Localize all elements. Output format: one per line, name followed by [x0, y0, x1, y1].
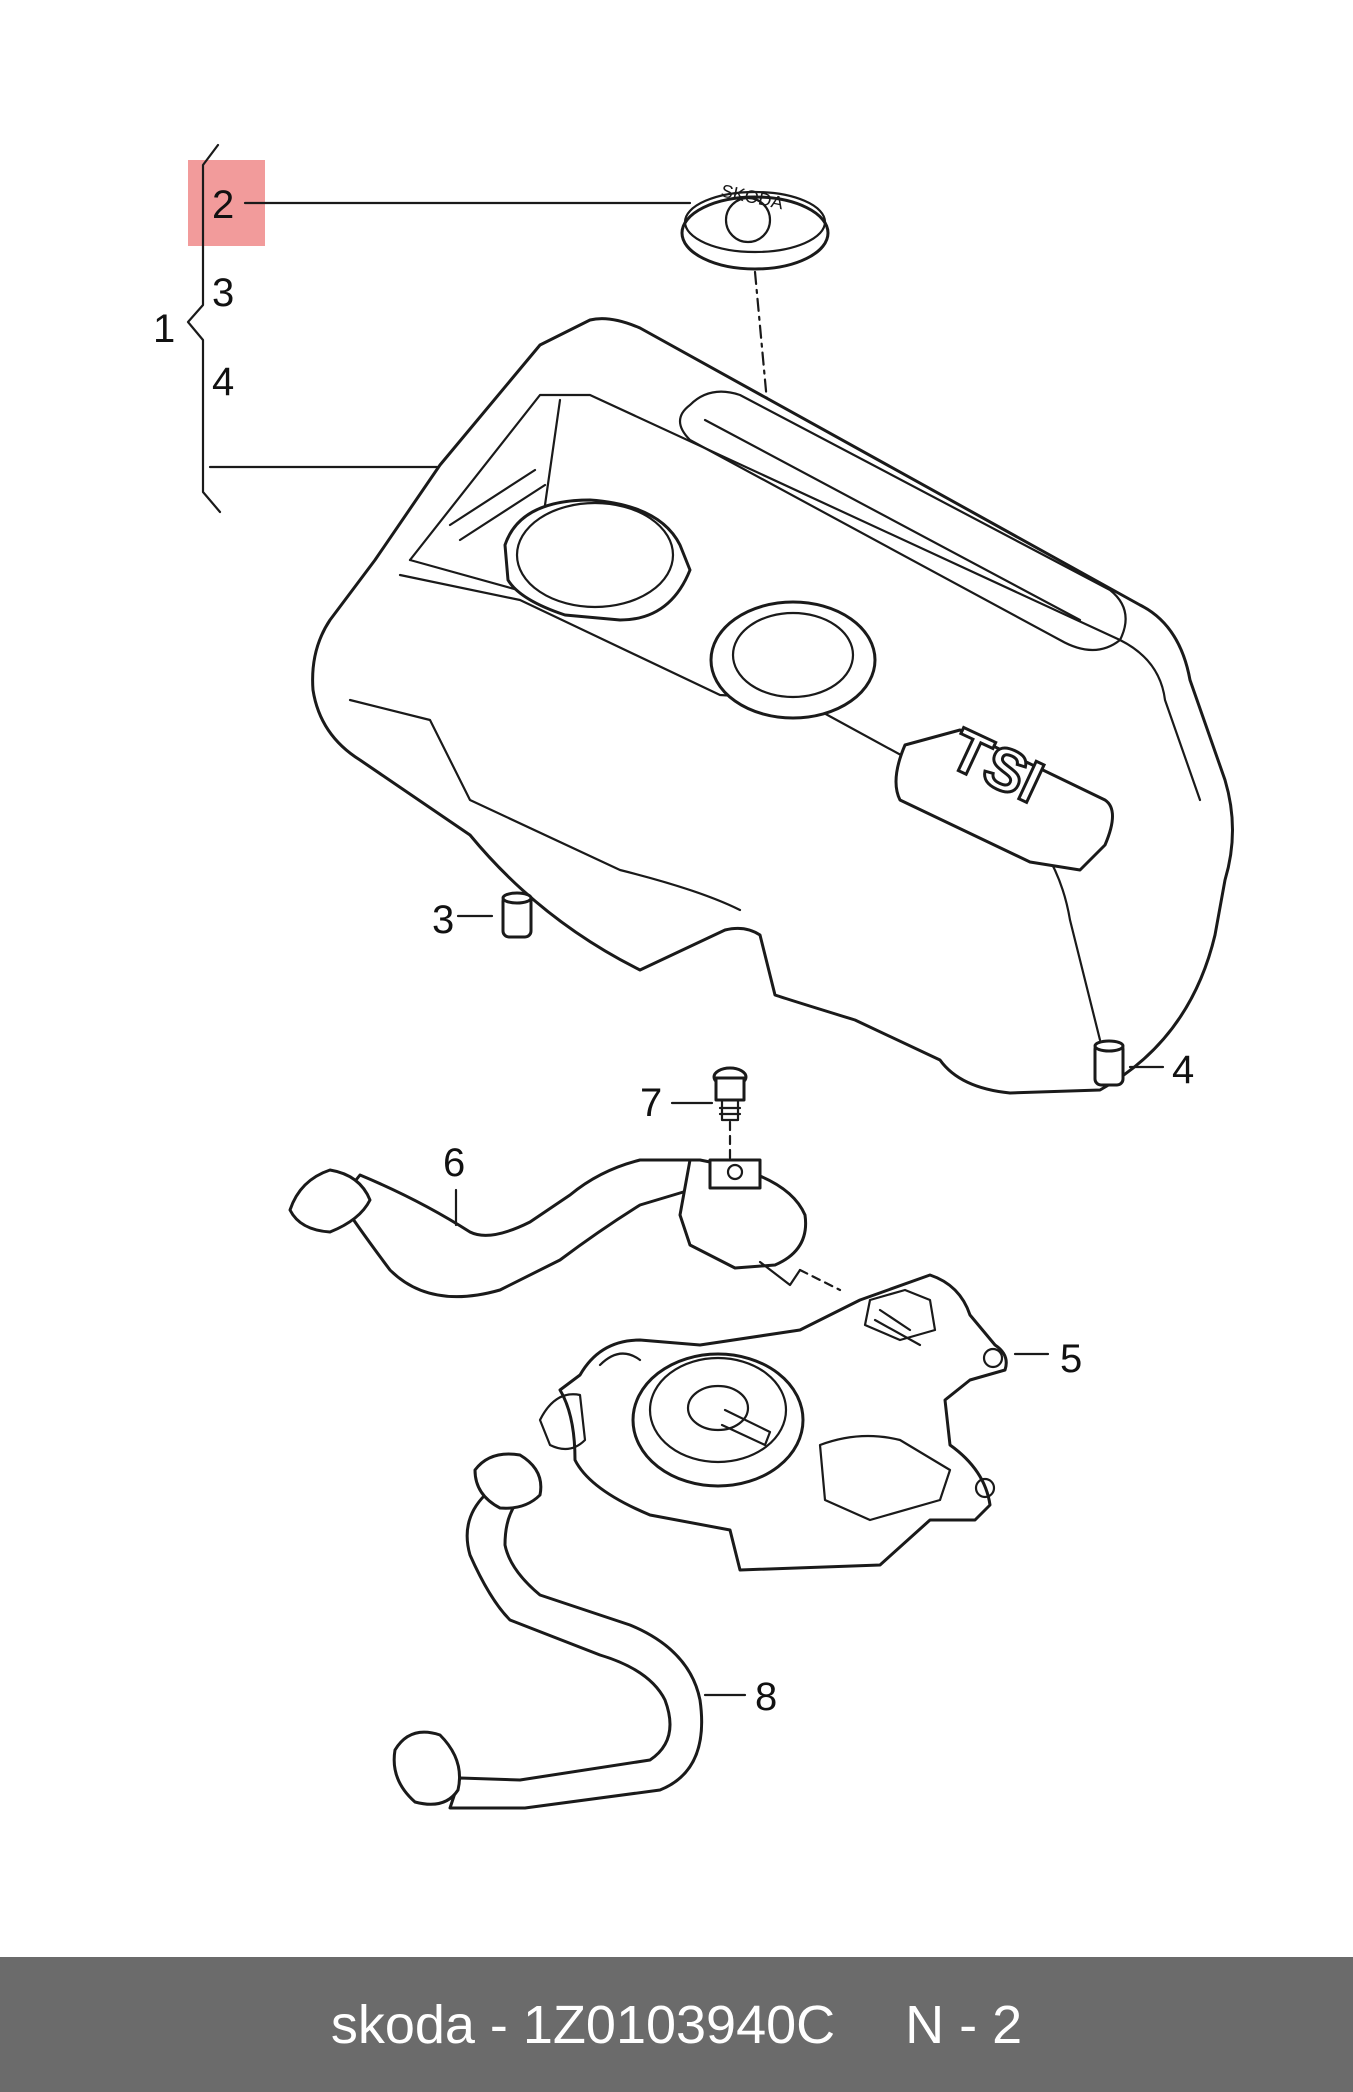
callout-2-group: 2 [212, 183, 234, 227]
callout-4-group: 4 [212, 360, 234, 404]
callout-4: 4 [1172, 1048, 1194, 1092]
callout-3-group: 3 [212, 271, 234, 315]
callout-1: 1 [153, 307, 175, 351]
callout-6: 6 [443, 1141, 465, 1185]
valve-part-5 [538, 1268, 1050, 1572]
footer-page-ref: N - 2 [905, 1994, 1023, 2055]
footer-bar: skoda - 1Z0103940C N - 2 [0, 1957, 1353, 2092]
callout-7: 7 [640, 1081, 662, 1125]
parts-diagram: 1 2 3 4 3 4 5 6 7 8 SKODA TSI [153, 143, 1234, 1810]
engine-cover-part-1: TSI [311, 317, 1234, 1095]
callout-5: 5 [1060, 1337, 1082, 1381]
footer-part-code: skoda - 1Z0103940C [330, 1994, 836, 2055]
hose-part-8 [392, 1452, 747, 1810]
hose-part-6 [288, 1158, 808, 1299]
cap-part-2: SKODA [680, 181, 830, 271]
plug-part-4 [1093, 1039, 1165, 1087]
callout-8: 8 [755, 1675, 777, 1719]
plug-part-3 [456, 891, 533, 939]
callout-3: 3 [432, 898, 454, 942]
bolt-part-7 [670, 1066, 748, 1162]
group-brace [186, 143, 222, 514]
